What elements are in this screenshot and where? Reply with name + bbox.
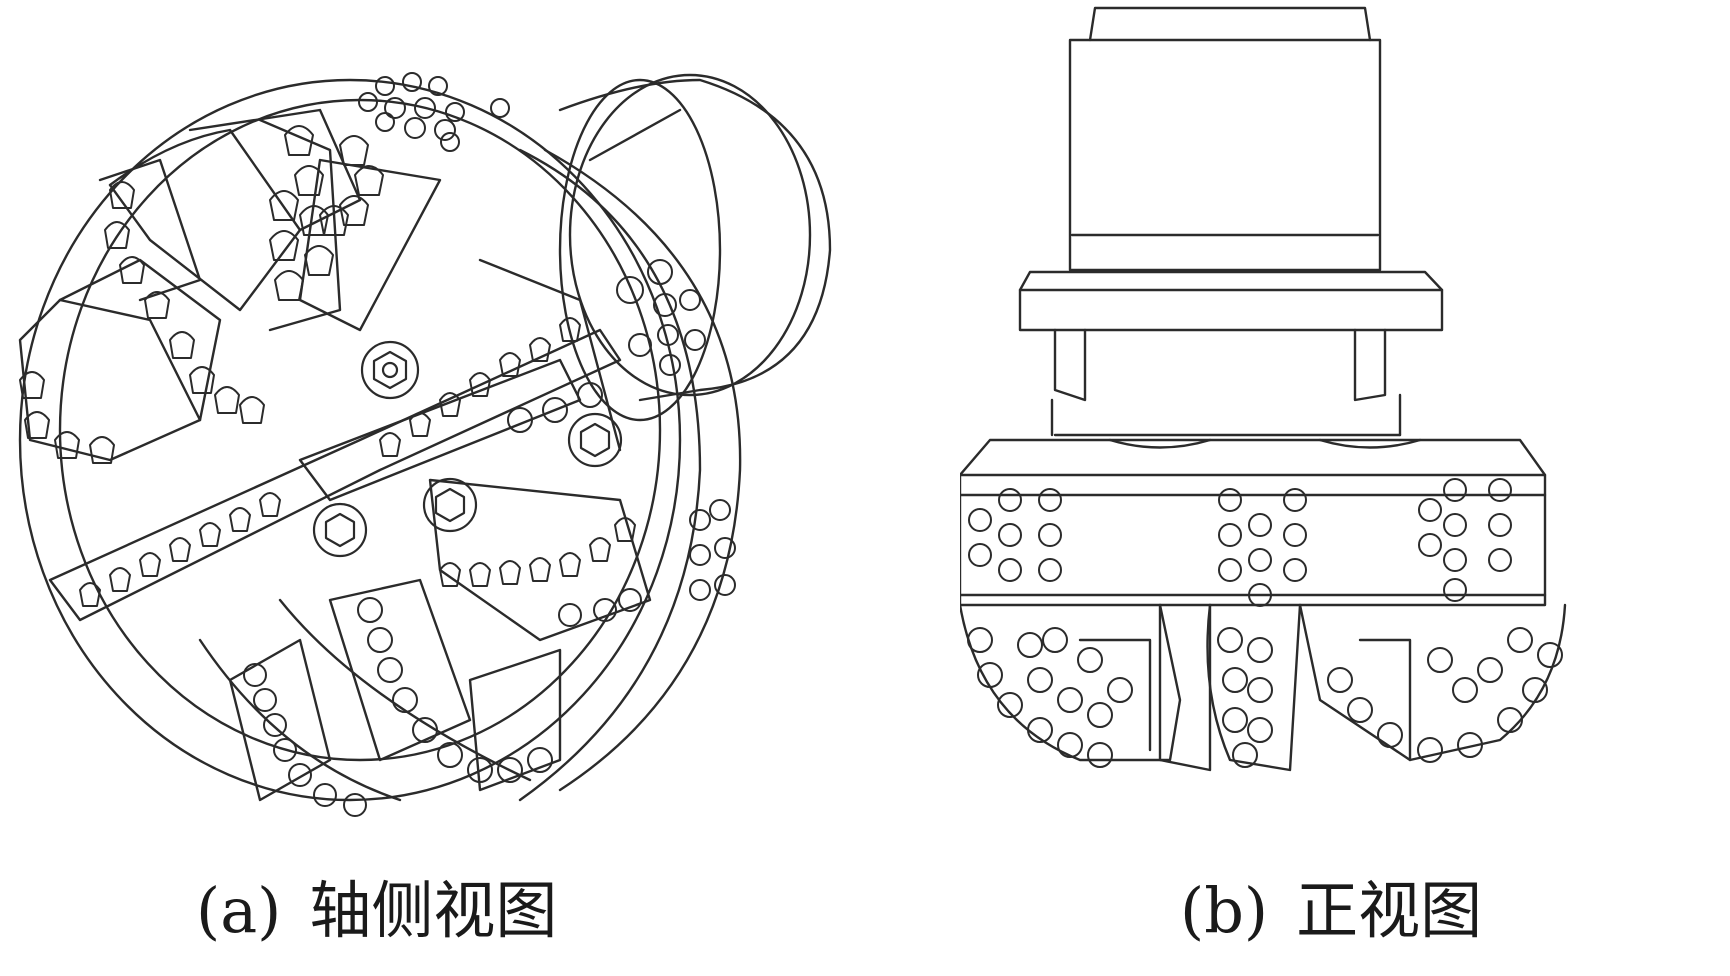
blade-center-diagonal bbox=[48, 328, 622, 622]
caption-a: (a)轴侧视图 bbox=[196, 880, 557, 942]
gauge-inserts-top bbox=[358, 72, 510, 152]
blade-left-cutters bbox=[19, 181, 265, 464]
neck bbox=[1050, 328, 1402, 437]
bit-body bbox=[18, 78, 742, 802]
nozzles bbox=[312, 340, 623, 558]
panel-b: (b) 正视图 bbox=[960, 0, 1730, 976]
panel-a: (a) 轴侧视图 bbox=[0, 0, 860, 976]
gauge-inserts-right bbox=[616, 259, 736, 601]
blade-lower-cutters bbox=[243, 597, 553, 817]
caption-b-title: 正视图 bbox=[1296, 874, 1483, 947]
caption-a-label: (a) bbox=[196, 874, 282, 947]
drill-bit-isometric-drawing bbox=[18, 72, 832, 817]
shank-rear bbox=[558, 73, 832, 422]
blade-left bbox=[18, 158, 222, 462]
gauge-inserts bbox=[968, 478, 1512, 607]
blade-right bbox=[428, 258, 652, 642]
drill-bit-front-view-drawing bbox=[960, 6, 1567, 772]
pin-connection bbox=[1068, 6, 1382, 272]
face-cutters bbox=[967, 627, 1563, 768]
caption-b: (b)正视图 bbox=[1180, 880, 1482, 942]
shoulder bbox=[1018, 270, 1444, 332]
caption-b-label: (b) bbox=[1180, 874, 1269, 947]
blade-lower bbox=[198, 578, 562, 802]
blade-center-cutters bbox=[79, 317, 603, 607]
blade-upper-left-cutters bbox=[269, 125, 384, 301]
blade-right-cutters bbox=[439, 517, 642, 627]
gauge-body bbox=[960, 438, 1547, 607]
caption-a-title: 轴侧视图 bbox=[309, 874, 558, 947]
